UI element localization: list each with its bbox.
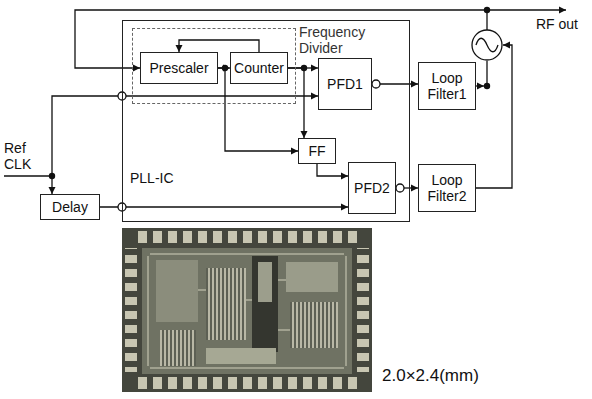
filter1-out-wire <box>476 85 484 86</box>
ref-clk-wire <box>4 175 52 176</box>
box-label: Prescaler <box>149 60 208 76</box>
ref-to-delay-wire <box>51 176 52 194</box>
sine-symbol <box>476 38 498 52</box>
dimension-label: 2.0×2.4(mm) <box>382 366 479 386</box>
connector-line <box>179 40 259 52</box>
connector-line <box>404 187 418 188</box>
connector-line <box>317 164 348 176</box>
pin-bubble <box>372 80 380 88</box>
ref-to-pfd1-wire <box>126 95 318 96</box>
box-label: PFD2 <box>354 180 390 196</box>
junction-dot <box>222 65 228 71</box>
connector <box>100 203 348 211</box>
box-label: Loop Filter1 <box>423 70 471 102</box>
group-label: PLL-IC <box>130 170 210 186</box>
divider-group: Frequency DividerPrescalerCounter <box>132 28 296 104</box>
ref-clk-wire <box>52 96 118 176</box>
process-box: FF <box>298 138 336 164</box>
connector <box>372 80 418 88</box>
signal-name: RF out <box>536 16 578 32</box>
junction-dot <box>301 65 307 71</box>
process-box: PFD2 <box>348 162 396 214</box>
filter2-out-wire <box>476 45 512 188</box>
process-box: Prescaler <box>140 52 218 84</box>
connector-line <box>380 83 418 84</box>
box-label: Delay <box>52 199 88 215</box>
vco-out-wire <box>486 10 487 30</box>
process-box: Counter <box>230 52 288 84</box>
connector <box>179 40 259 52</box>
box-label: FF <box>308 143 325 159</box>
ic-outline: PLL-IC Frequency DividerPrescaler CounterP… <box>122 20 410 222</box>
connector <box>396 184 418 192</box>
process-box: Delay <box>40 194 100 220</box>
signal-name: Ref CLK <box>4 140 40 172</box>
box-label: PFD1 <box>327 76 363 92</box>
connector-line <box>100 206 348 207</box>
connector <box>288 65 307 138</box>
connector-line <box>288 68 304 138</box>
vco-symbol <box>472 30 502 60</box>
filter-box: Loop Filter2 <box>418 164 476 212</box>
chip-photo <box>122 228 372 392</box>
connector <box>317 164 348 176</box>
box-label: Counter <box>234 60 284 76</box>
vco-tune-wire <box>486 61 487 86</box>
rf-out-wire <box>487 9 566 10</box>
process-box: PFD1 <box>318 58 372 110</box>
pin-bubble <box>396 184 404 192</box>
filter-box: Loop Filter1 <box>418 62 476 110</box>
group-label: Frequency Divider <box>299 24 373 56</box>
box-label: Loop Filter2 <box>423 172 471 204</box>
